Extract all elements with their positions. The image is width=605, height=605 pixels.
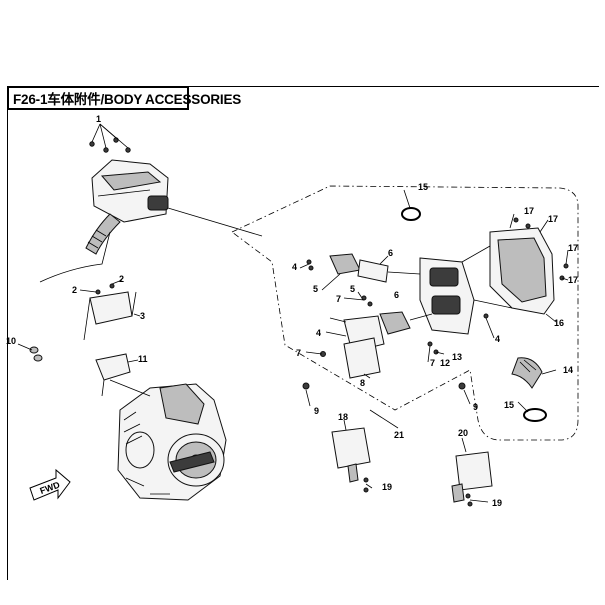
callout-2: 2 — [72, 285, 77, 295]
callout-17: 17 — [568, 243, 578, 253]
callout-18: 18 — [338, 412, 348, 422]
frame-left-rule — [7, 110, 8, 580]
callout-7: 7 — [296, 348, 301, 358]
diagram-title-box: F26-1车体附件/BODY ACCESSORIES — [7, 86, 241, 110]
callout-9: 9 — [473, 402, 478, 412]
heat-shield-plate — [343, 337, 381, 379]
elbow-hose — [511, 357, 543, 389]
engine-assembly — [117, 383, 227, 501]
callout-4: 4 — [316, 328, 321, 338]
callout-9: 9 — [314, 406, 319, 416]
callout-4: 4 — [495, 334, 500, 344]
o-ring-lower — [523, 408, 547, 422]
side-panel-18 — [331, 427, 371, 493]
support-bracket — [95, 353, 139, 397]
callout-6: 6 — [394, 290, 399, 300]
upper-intake-pipe — [329, 253, 421, 283]
mounting-bracket — [79, 279, 141, 341]
callout-21: 21 — [394, 430, 404, 440]
forward-direction-arrow: FWD — [29, 468, 71, 501]
intake-hose — [85, 213, 121, 255]
callout-8: 8 — [360, 378, 365, 388]
callout-12: 12 — [440, 358, 450, 368]
callout-19: 19 — [492, 498, 502, 508]
callout-4: 4 — [292, 262, 297, 272]
callout-3: 3 — [140, 311, 145, 321]
intake-duct-housing — [419, 227, 555, 335]
leader-lines — [299, 189, 569, 503]
callout-14: 14 — [563, 365, 573, 375]
air-filter-box — [91, 159, 169, 223]
callout-7: 7 — [336, 294, 341, 304]
o-ring-upper — [401, 207, 421, 221]
callout-7: 7 — [430, 358, 435, 368]
callout-6: 6 — [388, 248, 393, 258]
callout-19: 19 — [382, 482, 392, 492]
assembly-boundary-dashed — [231, 185, 579, 441]
frame-top-rule — [189, 86, 599, 87]
callout-15: 15 — [418, 182, 428, 192]
breather-tube — [39, 231, 111, 283]
diagram-title: F26-1车体附件/BODY ACCESSORIES — [13, 92, 242, 107]
callout-20: 20 — [458, 428, 468, 438]
callout-17: 17 — [568, 275, 578, 285]
grommets — [17, 343, 43, 362]
callout-5: 5 — [313, 284, 318, 294]
callout-17: 17 — [548, 214, 558, 224]
callout-15: 15 — [504, 400, 514, 410]
side-panel-20 — [451, 451, 493, 507]
bolt-group-1 — [89, 123, 131, 153]
callout-5: 5 — [350, 284, 355, 294]
fasteners-right — [302, 217, 569, 390]
callout-16: 16 — [554, 318, 564, 328]
callout-13: 13 — [452, 352, 462, 362]
callout-labels: 1 2 2 3 10 11 15 17 17 17 17 4 6 5 5 7 6… — [6, 114, 578, 508]
callout-17: 17 — [524, 206, 534, 216]
connector-line-airbox — [167, 207, 263, 237]
callout-10: 10 — [6, 336, 16, 346]
engine-mount-line — [109, 379, 151, 397]
callout-1: 1 — [96, 114, 101, 124]
callout-2: 2 — [119, 274, 124, 284]
callout-11: 11 — [138, 354, 148, 364]
